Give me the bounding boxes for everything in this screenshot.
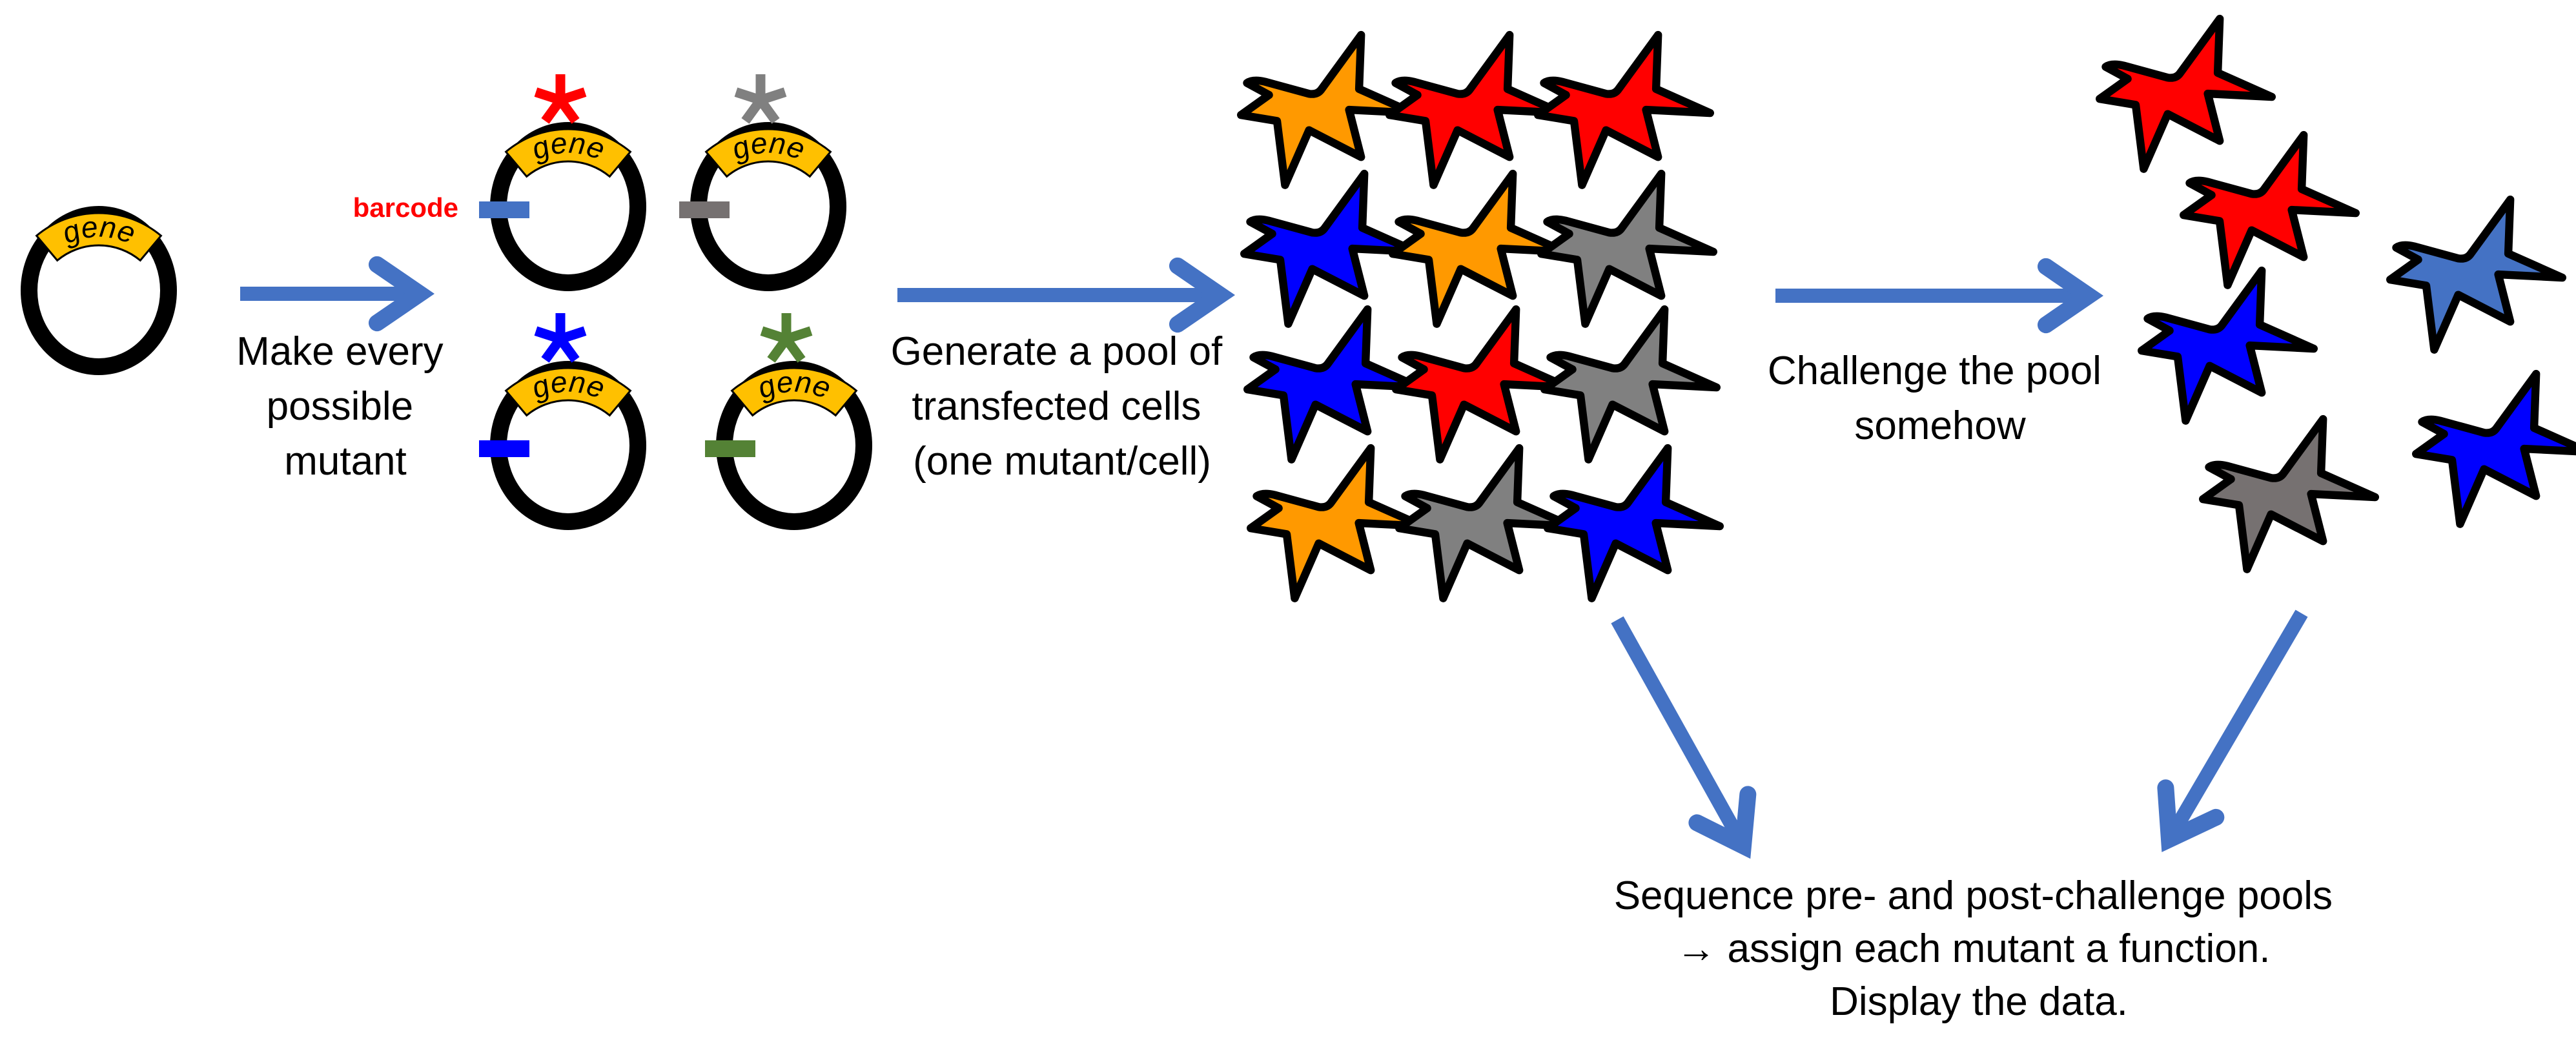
plasmid: gene — [21, 206, 177, 375]
caption-sequence: Sequence pre- and post-challenge pools →… — [1614, 874, 2344, 1024]
mutant-plasmid: gene — [479, 74, 646, 291]
gene-block — [504, 128, 632, 178]
mutant-plasmid: gene — [705, 313, 872, 530]
arrow-head — [1688, 786, 1757, 859]
cell-star-icon — [1241, 35, 1413, 185]
arrow-make-mutants — [240, 256, 435, 332]
arrow-head — [2157, 779, 2225, 852]
arrow-head — [2037, 258, 2104, 334]
cell-star-icon — [2390, 200, 2562, 349]
mutation-asterisk-icon — [734, 74, 787, 124]
barcode-marker — [479, 440, 529, 457]
pre-challenge-cell-pool — [1241, 35, 1720, 598]
cell-star-icon — [2416, 374, 2576, 524]
caption-transfect: Generate a pool of transfected cells (on… — [891, 329, 1234, 484]
cell-star-icon — [1244, 174, 1416, 324]
cell-star-icon — [1251, 448, 1423, 598]
arrow-shaft — [2167, 609, 2308, 837]
barcode-marker — [705, 440, 755, 457]
cell-star-icon — [2203, 419, 2375, 569]
cell-star-icon — [1393, 174, 1565, 324]
mutation-asterisk-icon — [534, 313, 587, 363]
cell-star-icon — [2183, 135, 2356, 285]
gene-block — [704, 128, 832, 178]
cell-star-icon — [1538, 35, 1710, 185]
caption-make-mutants: Make every possible mutant — [236, 329, 455, 484]
arrow-sequence-post-pool — [2157, 609, 2308, 852]
arrow-head — [368, 256, 435, 332]
gene-block — [35, 212, 163, 262]
cell-star-icon — [1544, 309, 1717, 459]
gene-block — [730, 367, 858, 417]
cell-star-icon — [1396, 309, 1568, 459]
cell-star-icon — [1399, 448, 1571, 598]
cell-star-icon — [1548, 448, 1720, 598]
cell-star-icon — [2100, 19, 2272, 169]
caption-challenge: Challenge the pool somehow — [1768, 349, 2112, 448]
mutant-plasmid: gene — [479, 313, 646, 530]
original-plasmid: gene — [21, 206, 177, 375]
gene-block — [504, 367, 632, 417]
cell-star-icon — [1541, 174, 1713, 324]
cell-star-icon — [2142, 271, 2314, 420]
cell-star-icon — [1247, 309, 1420, 459]
cell-star-icon — [1389, 35, 1562, 185]
mutation-asterisk-icon — [760, 313, 813, 363]
barcode-marker — [479, 201, 529, 218]
arrow-transfect — [897, 257, 1236, 333]
arrow-shaft — [1611, 616, 1746, 843]
arrow-head — [1169, 257, 1236, 333]
barcode-marker — [679, 201, 730, 218]
post-challenge-cell-pool — [2100, 19, 2576, 569]
barcode-label: barcode — [353, 192, 458, 223]
arrow-challenge — [1775, 258, 2104, 334]
mutant-plasmid: gene — [679, 74, 846, 291]
mutation-asterisk-icon — [534, 74, 587, 124]
arrow-sequence-pre-pool — [1611, 616, 1757, 859]
